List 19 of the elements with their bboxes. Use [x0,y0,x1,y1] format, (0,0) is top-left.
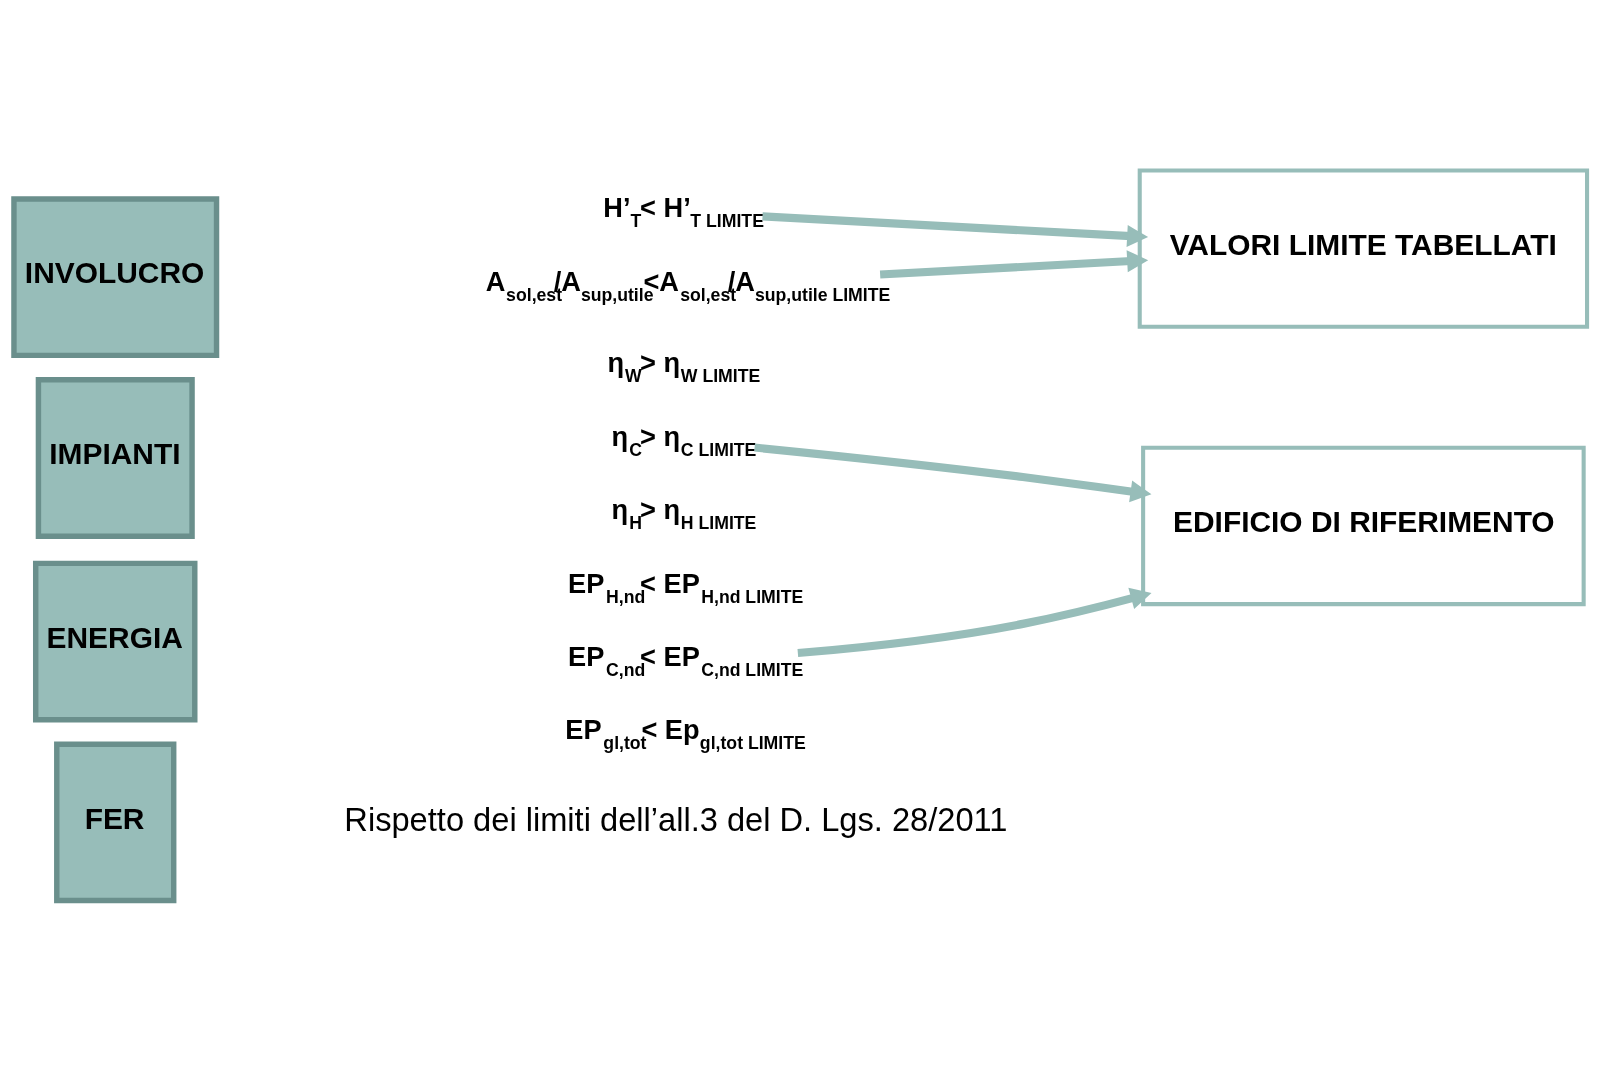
label: Rispetto dei limiti dell’all.3 del D. Lgs. 28/2011 [344,800,1008,838]
node-text: η$_{H}$> η$_{H LIMITE}$ [611,494,757,534]
arrow [879,250,1149,279]
node-box: VALORI LIMITE TABELLATI [1137,168,1590,329]
node-text: H’$_{T}$< H’$_{T LIMITE}$ [603,192,764,232]
node-text: EP$_{H,nd}$< EP$_{H,nd LIMITE}$ [568,567,804,607]
node-box: EDIFICIO DI RIFERIMENTO [1141,445,1586,607]
arrow [762,212,1149,248]
arrow [754,443,1152,503]
node-box: ENERGIA [33,560,198,723]
node-text: η$_{C}$> η$_{C LIMITE}$ [611,420,757,460]
node-text: EP$_{gl,tot}$< Ep$_{gl,tot LIMITE}$ [565,714,806,754]
arrow [797,587,1152,658]
node-text: EP$_{C,nd}$< EP$_{C,nd LIMITE}$ [568,641,804,681]
node-box: INVOLUCRO [11,196,220,359]
node-box: FER [54,741,177,904]
node-text: A$_{sol,est}$/A$_{sup,utile}$<A$_{sol,est}$/A$_{sup,utile LIMITE}$ [485,265,891,305]
node-text: η$_{W}$> η$_{W LIMITE}$ [607,347,761,387]
node-box: IMPIANTI [35,377,195,539]
